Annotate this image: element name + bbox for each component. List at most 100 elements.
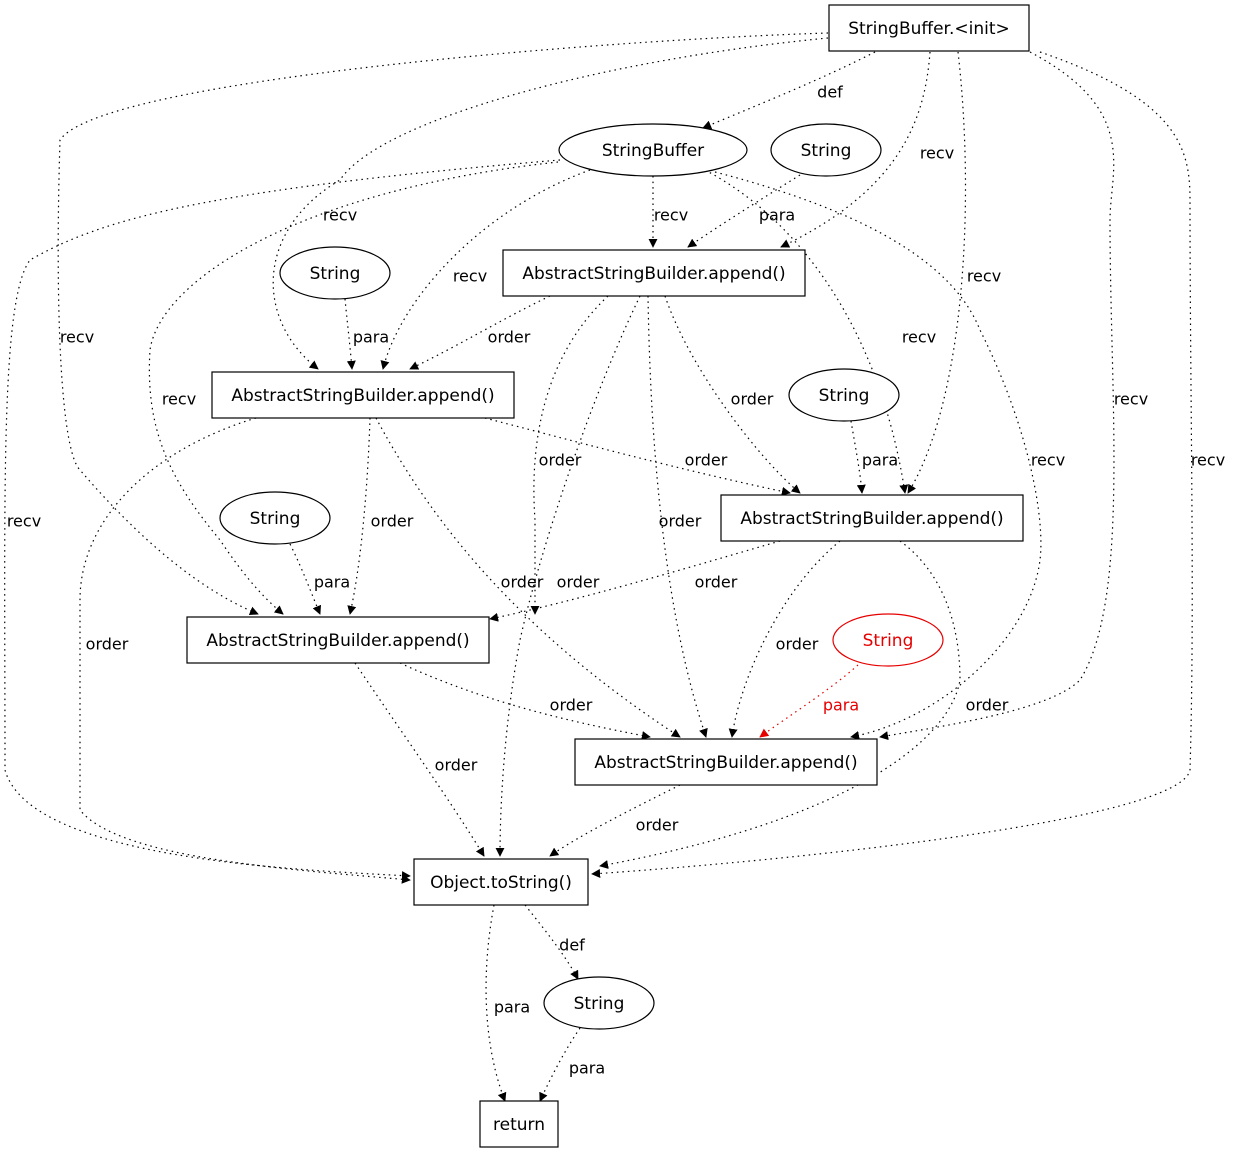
edge-order-n_app3-to-n_app5 (728, 540, 841, 738)
edge-label-e11: recv (162, 390, 196, 409)
node-n_sb: StringBuffer (558, 123, 748, 177)
node-n_str3: String (788, 368, 900, 422)
node-n_str1: String (770, 123, 882, 177)
edge-label-e14: para (759, 206, 795, 225)
edge-para-n_tostr-to-n_ret (485, 904, 507, 1102)
node-box-shape (720, 494, 1024, 542)
edge-para-n_str3-to-n_app3 (850, 420, 866, 494)
node-label: AbstractStringBuilder.append() (206, 631, 469, 651)
node-n_app3: AbstractStringBuilder.append() (720, 494, 1024, 542)
node-box-shape (828, 4, 1030, 52)
edge-para-n_str5-to-n_app5 (759, 664, 859, 738)
edge-para-n_str2-to-n_app2 (344, 298, 356, 370)
node-label: String (863, 631, 914, 651)
edge-order-n_app4-to-n_tostr (354, 662, 485, 857)
edge-label-e24: order (685, 451, 728, 470)
edge-def-n_tostr-to-n_str6 (524, 904, 579, 980)
node-ellipse-shape (279, 246, 391, 300)
node-ellipse-shape (543, 976, 655, 1030)
edge-recv-n_sb-to-n_app3 (704, 169, 909, 494)
node-label: StringBuffer (602, 141, 704, 161)
edge-order-n_app4-to-n_app5 (399, 662, 651, 740)
edge-label-e10: recv (902, 328, 936, 347)
node-n_str6: String (543, 976, 655, 1030)
edge-label-e15: para (353, 328, 389, 347)
node-ellipse-shape (770, 123, 882, 177)
edge-recv-n_init-to-n_tostr (591, 51, 1193, 878)
node-label: String (819, 386, 870, 406)
node-n_init: StringBuffer.<init> (828, 4, 1030, 52)
edge-label-e5: recv (60, 328, 94, 347)
edge-order-n_app2-to-n_app4 (347, 417, 371, 615)
edge-label-e1: def (817, 83, 843, 102)
edge-label-e12: recv (1031, 451, 1065, 470)
edge-recv-n_sb-to-n_app4 (148, 161, 559, 615)
edge-label-e29: order (776, 635, 819, 654)
edge-label-e31: order (550, 696, 593, 715)
edge-def-n_init-to-n_sb (702, 51, 876, 130)
edge-labels-layer: def recv recv recv recv recv recv recv recv recv r… (7, 83, 1225, 1078)
node-n_app2: AbstractStringBuilder.append() (211, 371, 515, 419)
node-box-shape (186, 616, 490, 664)
node-n_str5: String (832, 613, 944, 667)
edge-label-e3: recv (323, 206, 357, 225)
edge-label-e33: order (636, 816, 679, 835)
edge-label-e18: para (823, 696, 859, 715)
edge-label-e26: order (501, 573, 544, 592)
node-n_ret: return (479, 1100, 559, 1148)
node-ellipse-shape (219, 491, 331, 545)
node-box-shape (502, 249, 806, 297)
edge-label-e19: order (488, 328, 531, 347)
node-label: StringBuffer.<init> (848, 19, 1010, 39)
edge-recv-n_init-to-n_app3 (907, 51, 967, 494)
edge-label-e22: order (659, 512, 702, 531)
node-ellipse-shape (788, 368, 900, 422)
node-box-shape (211, 371, 515, 419)
edge-label-e8: recv (654, 206, 688, 225)
node-box-shape (574, 738, 878, 786)
node-n_app1: AbstractStringBuilder.append() (502, 249, 806, 297)
node-box-shape (413, 858, 589, 906)
node-label: String (310, 264, 361, 284)
edge-order-n_app1-to-n_app4 (530, 295, 609, 615)
edge-label-e34: def (559, 936, 585, 955)
edge-order-n_app2-to-n_tostr (79, 417, 411, 884)
edge-order-n_app1-to-n_tostr (495, 295, 641, 857)
edge-recv-n_sb-to-n_app2 (380, 169, 591, 370)
edge-label-e4: recv (967, 267, 1001, 286)
edge-label-e32: order (435, 756, 478, 775)
node-box-shape (479, 1100, 559, 1148)
edge-order-n_app2-to-n_app3 (484, 417, 791, 496)
edge-order-n_app3-to-n_app4 (489, 540, 781, 622)
edge-recv-n_init-to-n_app4 (57, 32, 829, 616)
edge-label-e13: recv (7, 512, 41, 531)
node-ellipse-shape (832, 613, 944, 667)
edge-label-e28: order (695, 573, 738, 592)
edge-label-e35: para (494, 998, 530, 1017)
edge-label-e2: recv (920, 144, 954, 163)
node-label: return (493, 1115, 545, 1135)
node-label: Object.toString() (430, 873, 572, 893)
node-n_app5: AbstractStringBuilder.append() (574, 738, 878, 786)
edge-label-e7: recv (1191, 451, 1225, 470)
edge-label-e17: para (314, 573, 350, 592)
node-label: AbstractStringBuilder.append() (522, 264, 785, 284)
node-n_str2: String (279, 246, 391, 300)
edge-label-e25: order (371, 512, 414, 531)
edge-recv-n_sb-to-n_app5 (714, 171, 1042, 740)
node-n_app4: AbstractStringBuilder.append() (186, 616, 490, 664)
edge-label-e36: para (569, 1059, 605, 1078)
edge-label-e21: order (539, 451, 582, 470)
edge-label-e6: recv (1114, 390, 1148, 409)
edge-label-e16: para (862, 451, 898, 470)
node-label: String (801, 141, 852, 161)
edge-label-e20: order (731, 390, 774, 409)
edge-label-e9: recv (453, 267, 487, 286)
node-n_str4: String (219, 491, 331, 545)
edge-label-e23: order (557, 573, 600, 592)
node-n_tostr: Object.toString() (413, 858, 589, 906)
node-label: AbstractStringBuilder.append() (231, 386, 494, 406)
node-label: AbstractStringBuilder.append() (740, 509, 1003, 529)
